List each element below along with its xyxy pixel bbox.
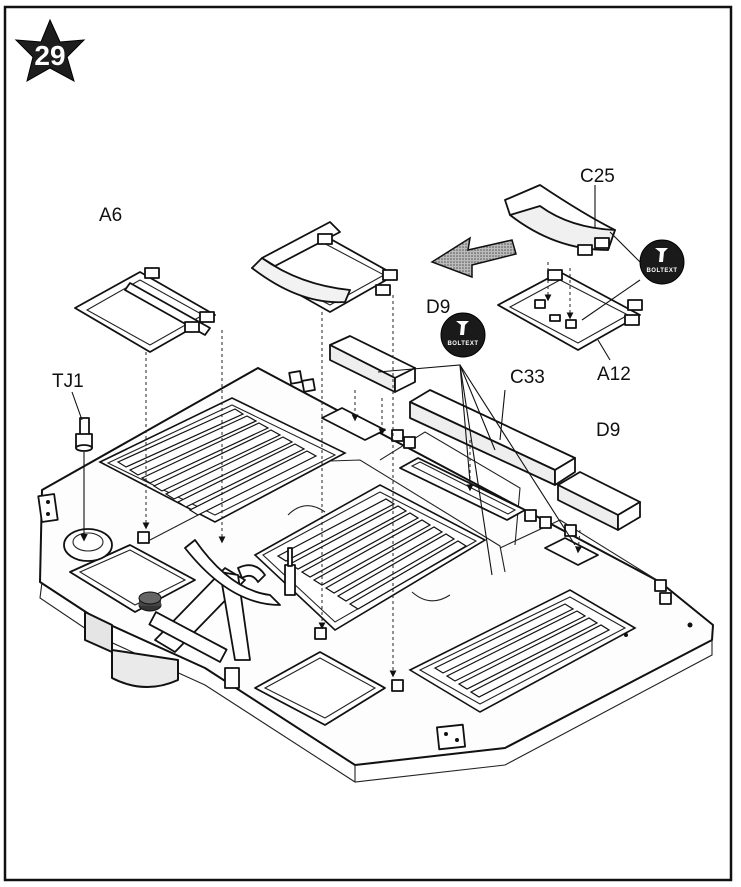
label-tj1: TJ1 [52, 371, 84, 392]
grille-right-slots [433, 603, 611, 698]
part-c33-block [409, 389, 576, 486]
glue-badge-top-text: BOLTEXT [646, 268, 677, 274]
direction-arrow [430, 236, 517, 279]
periscope-ring [63, 528, 113, 562]
glue-badge-center-text: BOLTEXT [447, 341, 478, 347]
front-hatch-center [254, 651, 386, 726]
assembly-arrows [71, 185, 641, 678]
glue-badge-top: BOLTEXT [639, 239, 685, 285]
grille-center-slots [276, 498, 468, 610]
glue-badge-center: BOLTEXT [440, 312, 486, 358]
part-hatch-upper [251, 221, 398, 313]
deck-tabs [137, 370, 672, 692]
mount-slot-c [544, 537, 599, 566]
part-c25-hood [504, 184, 616, 256]
label-d9-right: D9 [596, 420, 620, 441]
mount-slot-b [399, 457, 526, 521]
label-a6: A6 [99, 205, 122, 226]
grille-left-slots [116, 408, 318, 516]
label-c33: C33 [510, 367, 545, 388]
front-hatch-left [69, 544, 196, 613]
part-d9-block-top [329, 335, 416, 393]
grille-right [408, 589, 637, 713]
grille-left [98, 397, 347, 523]
step-badge: 29 [14, 18, 86, 83]
sheet-frame [3, 5, 733, 882]
label-a12: A12 [597, 364, 631, 385]
label-c25: C25 [580, 166, 615, 187]
label-d9-top: D9 [426, 297, 450, 318]
part-d9-block-right [557, 471, 641, 531]
part-a12-hatch [497, 269, 643, 351]
step-number: 29 [34, 40, 65, 71]
part-a6-hatch [74, 267, 216, 353]
filler-cap [138, 591, 162, 612]
part-tj1-antenna-base [75, 417, 93, 452]
grille-center [253, 484, 487, 631]
